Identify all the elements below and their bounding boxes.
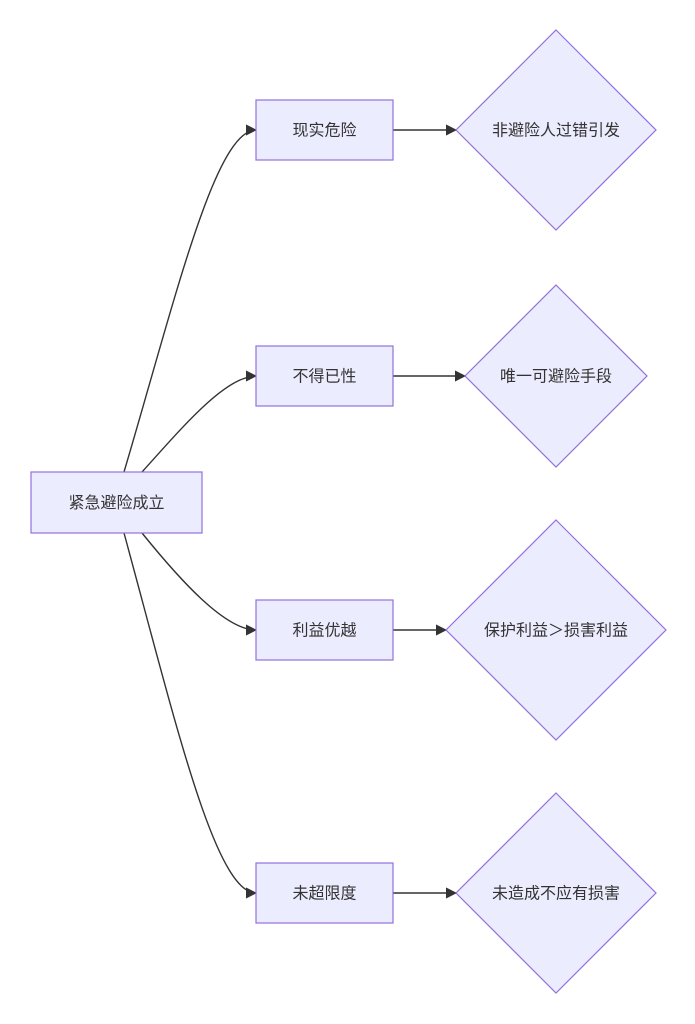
edge-root-to-condition-4 — [123, 532, 258, 899]
detail-diamond-3-label: 保护利益＞损害利益 — [484, 621, 628, 640]
detail-diamond-3: 保护利益＞损害利益 — [445, 519, 667, 741]
condition-node-1-label: 现实危险 — [292, 121, 356, 140]
condition-node-2: 不得已性 — [255, 345, 394, 407]
condition-node-2-label: 不得已性 — [292, 367, 356, 386]
root-node-label: 紧急避险成立 — [68, 493, 164, 512]
condition-node-1: 现实危险 — [255, 99, 394, 161]
detail-diamond-2: 唯一可避险手段 — [464, 284, 648, 468]
condition-node-3: 利益优越 — [255, 599, 394, 661]
detail-diamond-4-label: 未造成不应有损害 — [492, 884, 620, 903]
detail-diamond-1: 非避险人过错引发 — [455, 29, 657, 231]
edge-root-to-condition-1 — [123, 124, 258, 473]
detail-diamond-1-label: 非避险人过错引发 — [492, 121, 620, 140]
detail-diamond-2-label: 唯一可避险手段 — [500, 367, 612, 386]
edge-root-to-condition-2 — [141, 370, 258, 473]
condition-node-4-label: 未超限度 — [292, 884, 356, 903]
edge-root-to-condition-3 — [141, 532, 258, 636]
detail-diamond-4: 未造成不应有损害 — [455, 792, 657, 994]
condition-node-4: 未超限度 — [255, 862, 394, 924]
condition-node-3-label: 利益优越 — [292, 621, 356, 640]
root-node: 紧急避险成立 — [30, 471, 203, 534]
